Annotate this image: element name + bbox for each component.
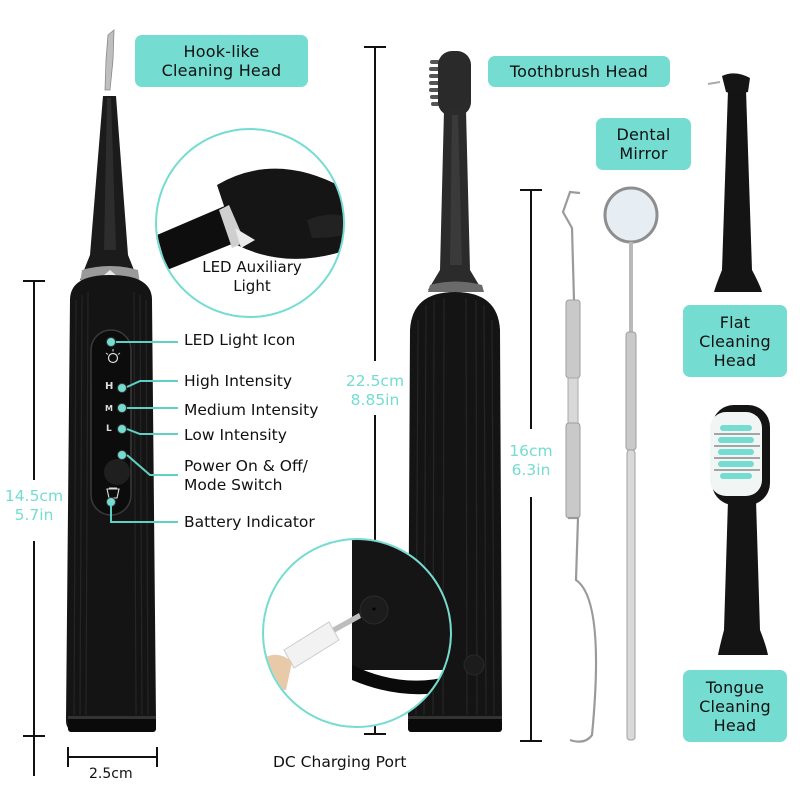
dim-tools-cm: 16cm: [509, 442, 553, 460]
tag-tongue-line3: Head: [713, 715, 757, 735]
tag-toothbrush-text: Toothbrush Head: [509, 62, 649, 81]
dim-scaler-height: 14.5cm 5.7in: [0, 487, 68, 525]
tag-flat-line1: Flat: [719, 312, 751, 332]
tag-tongue-cleaning-head: Tongue Cleaning Head: [683, 670, 787, 742]
battery-icon: [106, 487, 120, 499]
led-indicator-dot: [106, 337, 116, 347]
high-indicator-dot: [117, 383, 127, 393]
label-dc-charging-port: DC Charging Port: [273, 753, 407, 771]
medium-label: M: [105, 404, 113, 413]
callout-high-intensity: High Intensity: [184, 372, 293, 390]
lightbulb-icon: [105, 349, 121, 364]
tag-hook-cleaning-head: Hook-like Cleaning Head: [135, 35, 308, 87]
callout-led-light-icon: LED Light Icon: [184, 331, 296, 349]
power-button-dot: [117, 450, 127, 460]
dim-tools-bottom-cap: [520, 740, 542, 742]
dim-scaler-in: 5.7in: [14, 506, 54, 524]
low-label: L: [106, 424, 112, 434]
dim-brush-bottom-cap: [364, 733, 386, 735]
callout-low-intensity: Low Intensity: [184, 426, 287, 444]
callout-medium-intensity: Medium Intensity: [184, 401, 319, 419]
tag-mirror-line1: Dental: [616, 125, 671, 144]
led-aux-line1: LED Auxiliary: [202, 258, 302, 276]
tag-flat-cleaning-head: Flat Cleaning Head: [683, 305, 787, 377]
callout-power-line2: Mode Switch: [184, 476, 283, 494]
callout-battery-indicator: Battery Indicator: [184, 513, 315, 531]
dim-brush-height: 22.5cm 8.85in: [337, 372, 413, 410]
low-indicator-dot: [117, 424, 127, 434]
tag-tongue-line2: Cleaning: [699, 696, 771, 716]
dim-brush-vertical-top: [374, 46, 376, 361]
dim-brush-cm: 22.5cm: [345, 372, 405, 390]
dim-scaler-width: 2.5cm: [89, 766, 133, 782]
high-label: H: [105, 381, 114, 392]
dim-scaler-vertical-bottom: [33, 541, 35, 776]
leader-led: [116, 341, 178, 343]
tag-hook-line2: Cleaning Head: [161, 61, 282, 80]
tag-hook-line1: Hook-like: [183, 42, 260, 61]
dc-port-zoom-circle: [262, 538, 452, 728]
dim-tools-in: 6.3in: [511, 461, 551, 479]
tag-flat-line2: Cleaning: [699, 331, 771, 351]
tag-flat-line3: Head: [713, 350, 757, 370]
dim-scaler-cm: 14.5cm: [4, 487, 64, 505]
dim-scaler-bottom-cap: [23, 735, 45, 737]
callout-power-line1: Power On & Off/: [184, 457, 308, 475]
dim-tools-vertical-top: [530, 189, 532, 429]
dim-brush-in: 8.85in: [350, 391, 400, 409]
dim-scaler-vertical-top: [33, 280, 35, 480]
dim-tools-height: 16cm 6.3in: [503, 442, 559, 480]
dim-width-right-cap: [156, 747, 158, 767]
tag-tongue-line1: Tongue: [705, 677, 765, 697]
dim-width-line: [67, 756, 157, 758]
callout-power-switch: Power On & Off/ Mode Switch: [184, 457, 308, 495]
led-auxiliary-zoom-circle: LED Auxiliary Light: [155, 128, 345, 318]
tag-dental-mirror: Dental Mirror: [596, 118, 691, 170]
tag-mirror-line2: Mirror: [619, 144, 668, 163]
led-aux-label: LED Auxiliary Light: [157, 258, 343, 296]
medium-indicator-dot: [117, 403, 127, 413]
led-aux-line2: Light: [233, 277, 271, 295]
tag-toothbrush-head: Toothbrush Head: [488, 56, 670, 87]
dim-tools-vertical-bottom: [530, 497, 532, 741]
